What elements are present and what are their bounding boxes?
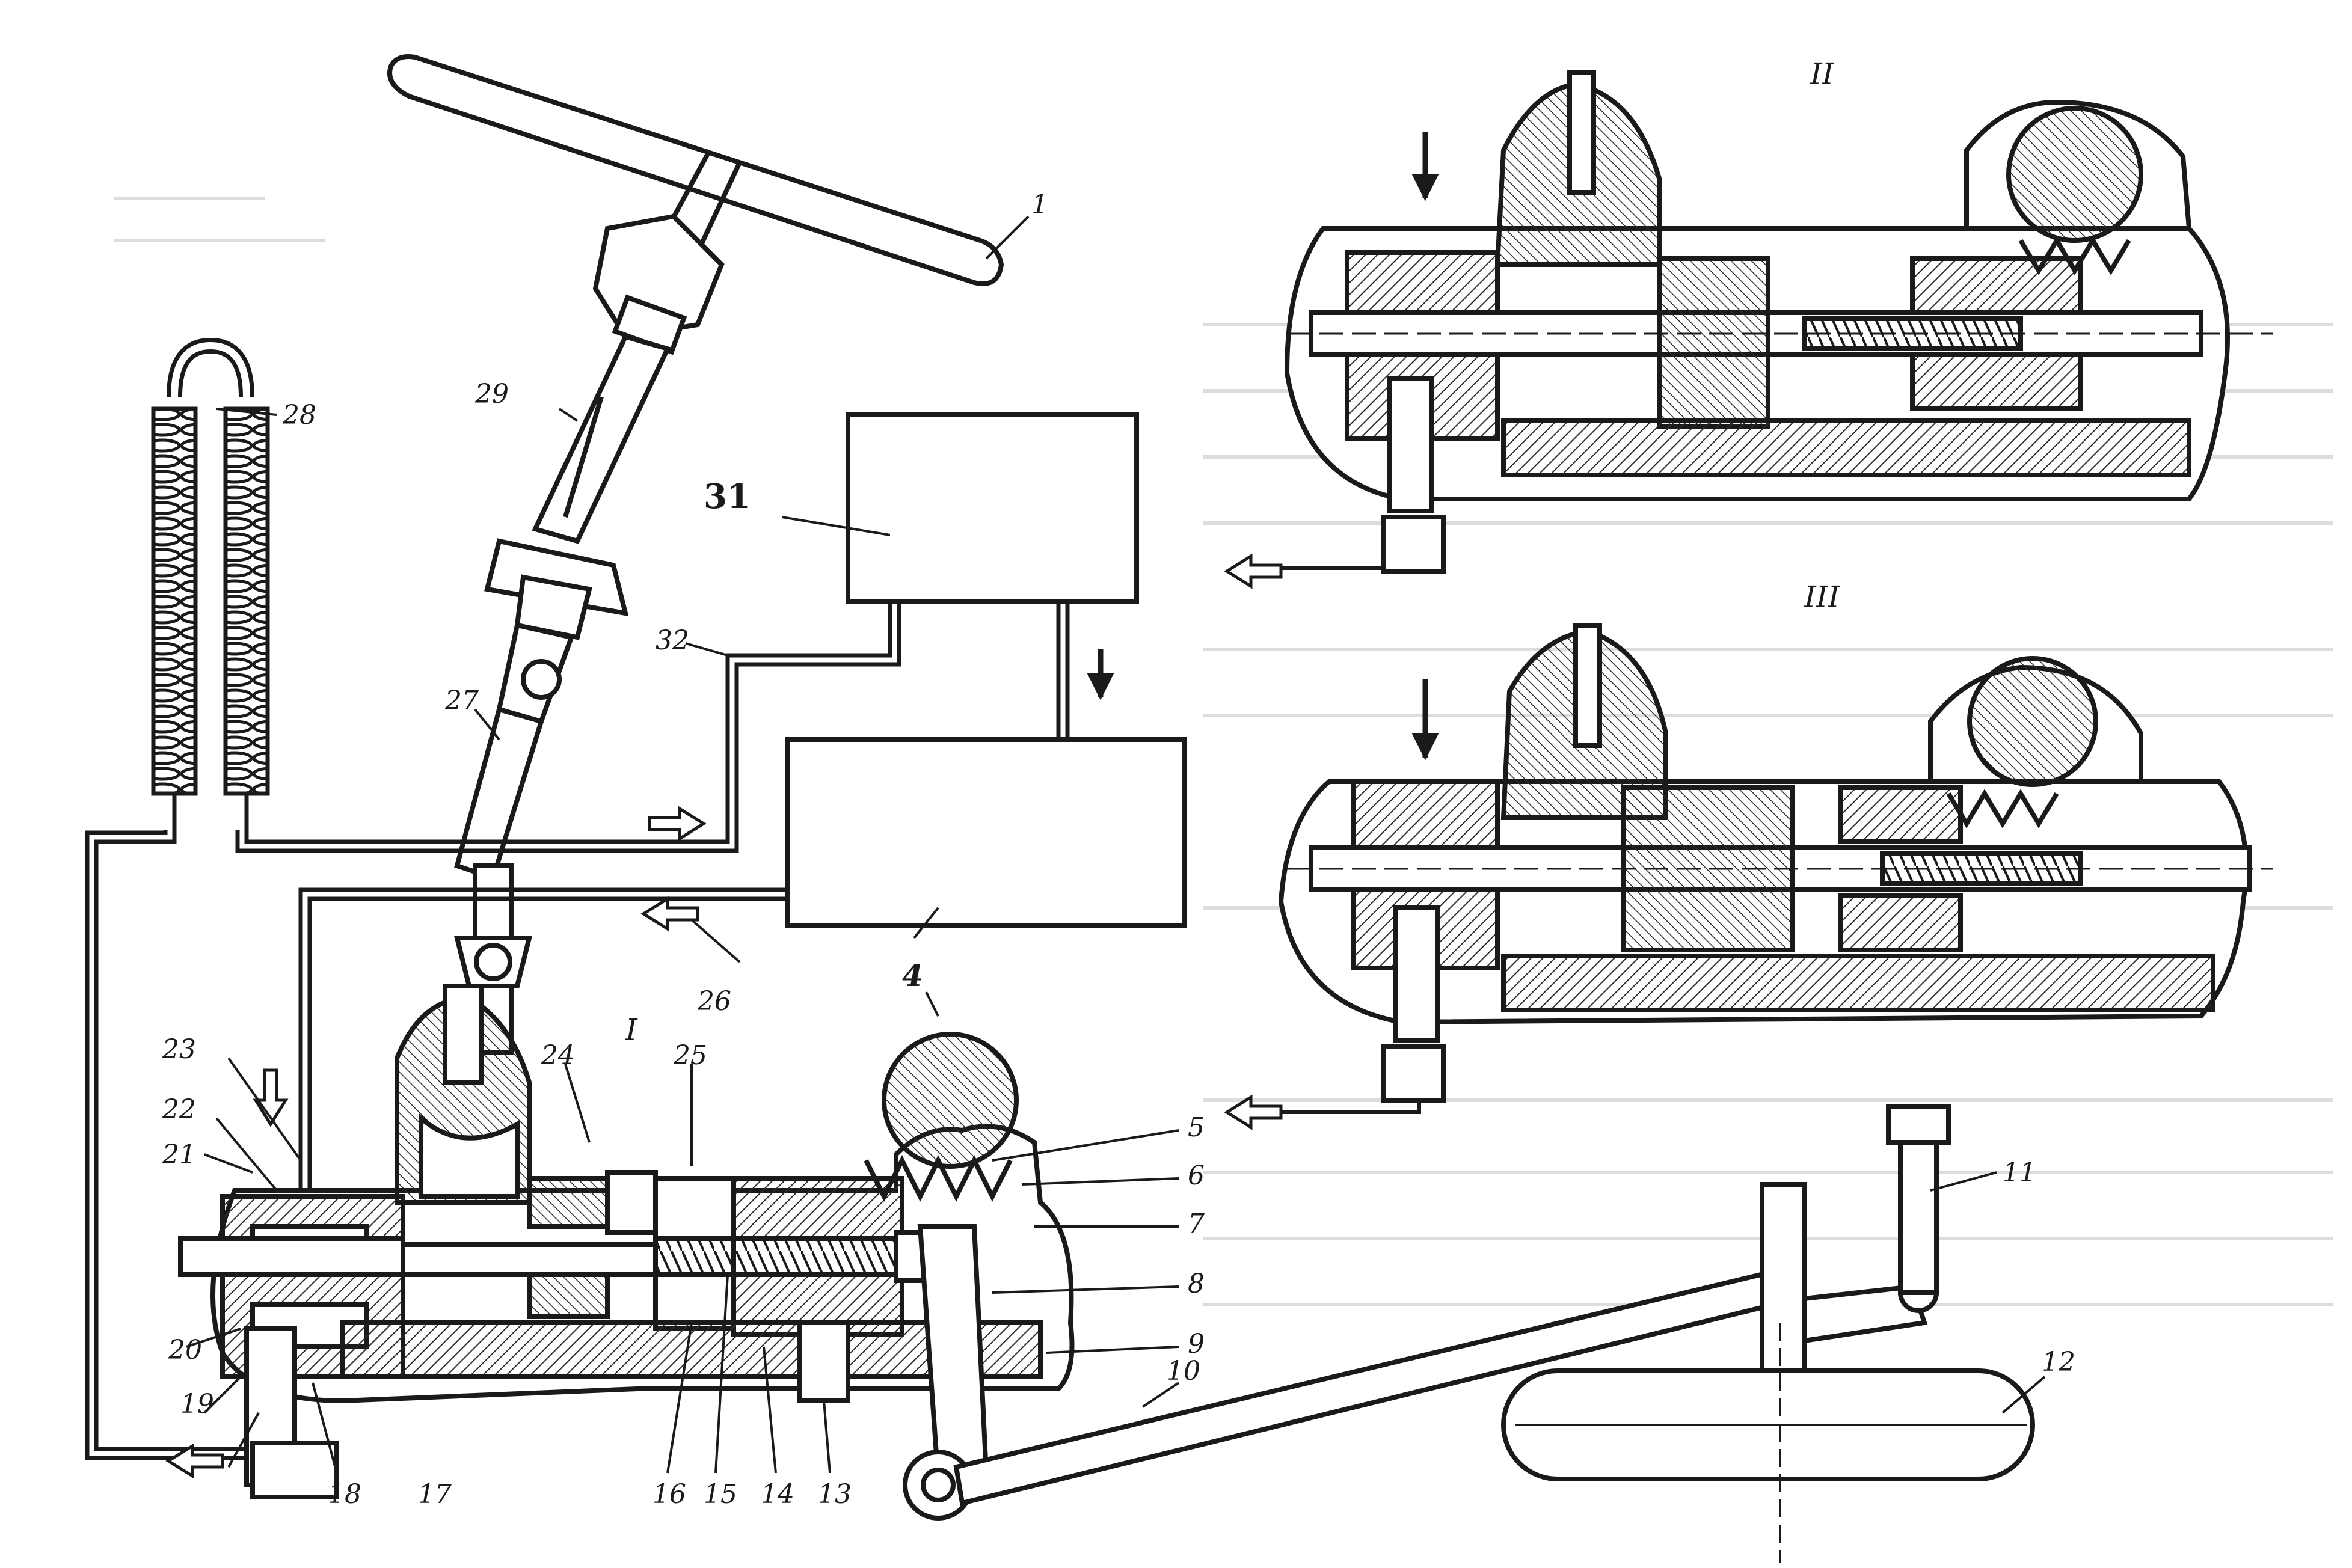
steering-column [454, 213, 725, 881]
pump-box [785, 737, 1187, 928]
label-9: 9 [1188, 1329, 1205, 1359]
label-17: 17 [418, 1479, 452, 1510]
hollow-arrow-icon [1224, 553, 1283, 589]
label-23: 23 [162, 1034, 196, 1065]
label-24: 24 [541, 1040, 575, 1071]
label-4: 4 [902, 958, 923, 993]
reservoir-box [846, 412, 1139, 604]
label-11: 11 [2003, 1157, 2036, 1188]
flow-arrows [165, 553, 1283, 1479]
label-13: 13 [818, 1479, 852, 1510]
steering-linkage [903, 1104, 1951, 1521]
label-25: 25 [673, 1040, 707, 1071]
label-1: 1 [1031, 189, 1048, 220]
hollow-arrow-icon [640, 896, 699, 932]
label-26: 26 [697, 986, 731, 1017]
label-18: 18 [328, 1479, 361, 1510]
label-8: 8 [1188, 1269, 1205, 1299]
label-15: 15 [704, 1479, 737, 1510]
part-labels: 1 4 5 6 7 8 9 10 11 12 13 14 15 16 17 18… [162, 189, 2075, 1510]
label-10: 10 [1167, 1356, 1200, 1386]
view-label-main: I [625, 1012, 638, 1047]
label-29: 29 [474, 379, 509, 409]
label-28: 28 [282, 400, 316, 430]
label-27: 27 [444, 685, 479, 716]
road-wheel [1501, 1323, 2035, 1563]
steering-gear-section-view-2 [1284, 70, 2273, 574]
hollow-arrow-icon [253, 1068, 289, 1127]
oil-cooler [151, 337, 270, 830]
view-label-top-right: II [1810, 57, 1835, 91]
label-7: 7 [1188, 1208, 1205, 1239]
label-20: 20 [168, 1335, 202, 1365]
steering-gear-section-main [178, 984, 1075, 1499]
label-5: 5 [1188, 1112, 1205, 1143]
leader-lines [186, 215, 2046, 1474]
view-labels: I II III [625, 57, 1841, 1047]
hollow-arrow-icon [648, 806, 707, 842]
steering-wheel [387, 54, 1004, 286]
hollow-arrow-icon [165, 1443, 224, 1479]
label-21: 21 [162, 1139, 196, 1170]
label-12: 12 [2042, 1347, 2075, 1377]
label-22: 22 [162, 1094, 196, 1125]
label-32: 32 [656, 625, 689, 656]
hydraulic-lines [85, 601, 1070, 1460]
hollow-arrow-icon [1224, 1094, 1283, 1130]
steering-gear-section-view-3 [1278, 623, 2273, 1103]
label-16: 16 [652, 1479, 686, 1510]
label-31: 31 [704, 477, 751, 516]
label-19: 19 [180, 1389, 214, 1419]
label-14: 14 [761, 1479, 794, 1510]
view-label-mid-right: III [1804, 580, 1841, 614]
label-6: 6 [1188, 1160, 1205, 1191]
